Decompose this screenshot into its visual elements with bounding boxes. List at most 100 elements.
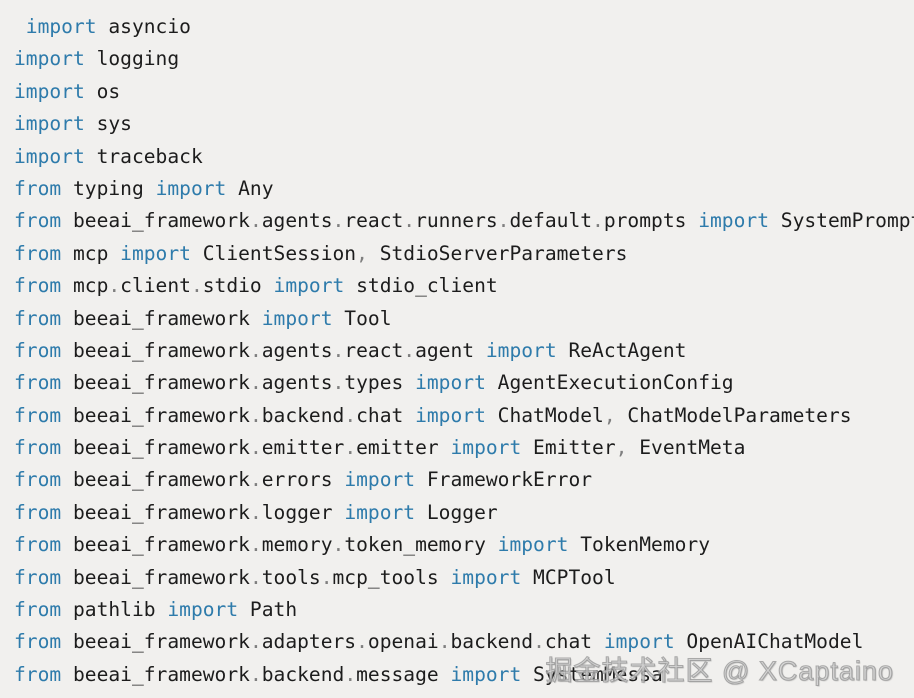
punctuation-token: . [249, 371, 262, 395]
identifier-token: beeai_framework [61, 500, 250, 524]
identifier-token: beeai_framework [61, 533, 250, 557]
identifier-token: errors [261, 468, 345, 492]
identifier-token: Path [238, 598, 298, 622]
punctuation-token: . [249, 565, 262, 589]
keyword-token: from [14, 371, 62, 395]
code-line: from beeai_framework.backend.message imp… [14, 659, 914, 691]
keyword-token: from [14, 338, 62, 362]
keyword-token: import [14, 112, 85, 136]
identifier-token: SystemMessa [521, 662, 663, 686]
identifier-token: beeai_framework [61, 371, 250, 395]
identifier-token: agents [261, 338, 333, 362]
identifier-token: sys [84, 112, 132, 136]
punctuation-token: . [344, 662, 357, 686]
keyword-token: import [415, 403, 486, 427]
code-line: from beeai_framework.memory.token_memory… [14, 529, 914, 561]
identifier-token: emitter [356, 436, 451, 460]
punctuation-token: . [249, 403, 262, 427]
identifier-token: beeai_framework [61, 436, 250, 460]
identifier-token: react [344, 209, 404, 233]
identifier-token: Logger [415, 500, 498, 524]
keyword-token: import [485, 338, 557, 362]
punctuation-token: , [603, 403, 616, 427]
code-line: from beeai_framework.adapters.openai.bac… [14, 626, 914, 658]
keyword-token: from [14, 630, 62, 654]
identifier-token: Any [226, 176, 274, 200]
identifier-token: OpenAIChatModel [674, 630, 864, 654]
identifier-token: ChatModelParameters [615, 403, 852, 427]
identifier-token: beeai_framework [61, 403, 250, 427]
keyword-token: from [14, 176, 62, 200]
keyword-token: import [698, 209, 769, 233]
punctuation-token: . [249, 468, 262, 492]
identifier-token: agents [261, 209, 333, 233]
keyword-token: from [14, 565, 62, 589]
punctuation-token: . [108, 274, 121, 298]
keyword-token: from [14, 209, 62, 233]
code-line: from mcp import ClientSession, StdioServ… [14, 238, 914, 270]
code-line: from beeai_framework.logger import Logge… [14, 497, 914, 529]
identifier-token: MCPTool [521, 565, 616, 589]
identifier-token: beeai_framework [61, 565, 250, 589]
identifier-token: agents [261, 371, 333, 395]
punctuation-token: . [332, 209, 345, 233]
keyword-token: from [14, 306, 62, 330]
keyword-token: from [14, 598, 62, 622]
identifier-token: StdioServerParameters [367, 241, 628, 265]
identifier-token: logger [261, 500, 345, 524]
keyword-token: import [155, 176, 227, 200]
code-line: from beeai_framework.agents.types import… [14, 367, 914, 399]
punctuation-token: . [497, 209, 510, 233]
keyword-token: import [450, 662, 522, 686]
identifier-token: token_memory [344, 533, 498, 557]
punctuation-token: . [332, 338, 345, 362]
code-line: import traceback [14, 141, 914, 173]
identifier-token: os [84, 79, 121, 103]
keyword-token: import [273, 274, 345, 298]
code-line: from beeai_framework.agents.react.runner… [14, 205, 914, 237]
identifier-token: runners [415, 209, 498, 233]
code-line: from typing import Any [14, 173, 914, 205]
keyword-token: import [14, 79, 85, 103]
identifier-token: SystemPrompt [769, 209, 914, 233]
code-line: import asyncio [14, 11, 914, 43]
keyword-token: from [14, 241, 62, 265]
keyword-token: import [344, 500, 416, 524]
punctuation-token: . [344, 436, 357, 460]
punctuation-token: , [615, 436, 628, 460]
identifier-token: chat [544, 630, 604, 654]
identifier-token: ChatModel [485, 403, 604, 427]
code-line: from beeai_framework.errors import Frame… [14, 464, 914, 496]
identifier-token: client [120, 274, 191, 298]
code-line: import os [14, 76, 914, 108]
identifier-token: beeai_framework [61, 662, 250, 686]
punctuation-token: . [249, 662, 262, 686]
identifier-token: beeai_framework [61, 630, 250, 654]
identifier-token: TokenMemory [568, 533, 711, 557]
keyword-token: from [14, 468, 62, 492]
identifier-token: types [344, 371, 416, 395]
identifier-token: backend [450, 630, 534, 654]
keyword-token: from [14, 274, 62, 298]
punctuation-token: . [249, 500, 262, 524]
keyword-token: from [14, 436, 62, 460]
identifier-token: typing [61, 176, 156, 200]
identifier-token: chat [356, 403, 416, 427]
identifier-token: adapters [261, 630, 357, 654]
identifier-token: backend [261, 662, 345, 686]
keyword-token: import [120, 241, 191, 265]
identifier-token: default [509, 209, 593, 233]
identifier-token: stdio_client [344, 274, 498, 298]
keyword-token: import [450, 565, 522, 589]
identifier-token: traceback [84, 144, 203, 168]
code-line: from beeai_framework import Tool [14, 303, 914, 335]
keyword-token: from [14, 533, 62, 557]
keyword-token: import [415, 371, 486, 395]
identifier-token: memory [261, 533, 333, 557]
punctuation-token: . [438, 630, 451, 654]
identifier-token: prompts [603, 209, 699, 233]
punctuation-token: . [249, 630, 262, 654]
identifier-token: react [344, 338, 404, 362]
identifier-token: FrameworkError [415, 468, 593, 492]
